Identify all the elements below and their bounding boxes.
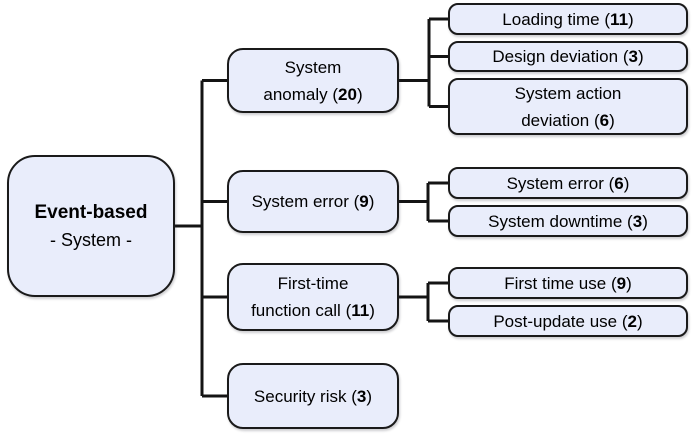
node-label: System error <box>506 173 604 193</box>
node-count: 3 <box>623 47 644 66</box>
node-label: deviation <box>521 110 590 130</box>
node-system-action-deviation: System action deviation6 <box>448 78 688 135</box>
node-label: First time use <box>504 273 607 293</box>
node-label: anomaly <box>263 84 328 104</box>
node-count: 9 <box>354 192 375 211</box>
node-security-risk: Security risk3 <box>227 363 399 429</box>
node-system-anomaly: System anomaly20 <box>227 48 399 113</box>
node-system-error-child: System error 6 <box>448 167 688 199</box>
node-count: 11 <box>604 10 633 29</box>
node-label: Post-update use <box>493 311 618 331</box>
node-label: Loading time <box>502 9 600 29</box>
node-post-update-use: Post-update use2 <box>448 305 688 337</box>
node-label: System error <box>251 192 349 211</box>
node-first-time-function-call: First-time function call 11 <box>227 263 399 331</box>
node-first-time-use: First time use9 <box>448 267 688 299</box>
node-design-deviation: Design deviation3 <box>448 41 688 72</box>
root-title: Event-based <box>34 202 148 223</box>
node-count: 3 <box>351 387 372 406</box>
node-label: Security risk <box>253 386 347 406</box>
node-system-downtime: System downtime3 <box>448 205 688 237</box>
node-event-based: Event-based - System - <box>7 155 175 297</box>
node-count: 6 <box>594 111 615 130</box>
root-subtitle: - System - <box>49 230 132 250</box>
node-loading-time: Loading time11 <box>448 3 688 35</box>
node-label: System <box>284 57 342 77</box>
node-count: 9 <box>611 274 632 293</box>
node-label: First-time <box>277 274 349 293</box>
node-label: System downtime <box>488 211 623 231</box>
node-count: 11 <box>346 301 375 320</box>
node-label: System action <box>514 83 622 103</box>
node-count: 3 <box>627 212 648 231</box>
node-system-error: System error 9 <box>227 170 399 233</box>
node-count: 20 <box>332 85 362 104</box>
node-count: 6 <box>609 174 630 193</box>
node-label: function call <box>251 301 341 320</box>
node-label: Design deviation <box>492 47 619 66</box>
node-count: 2 <box>622 312 643 331</box>
